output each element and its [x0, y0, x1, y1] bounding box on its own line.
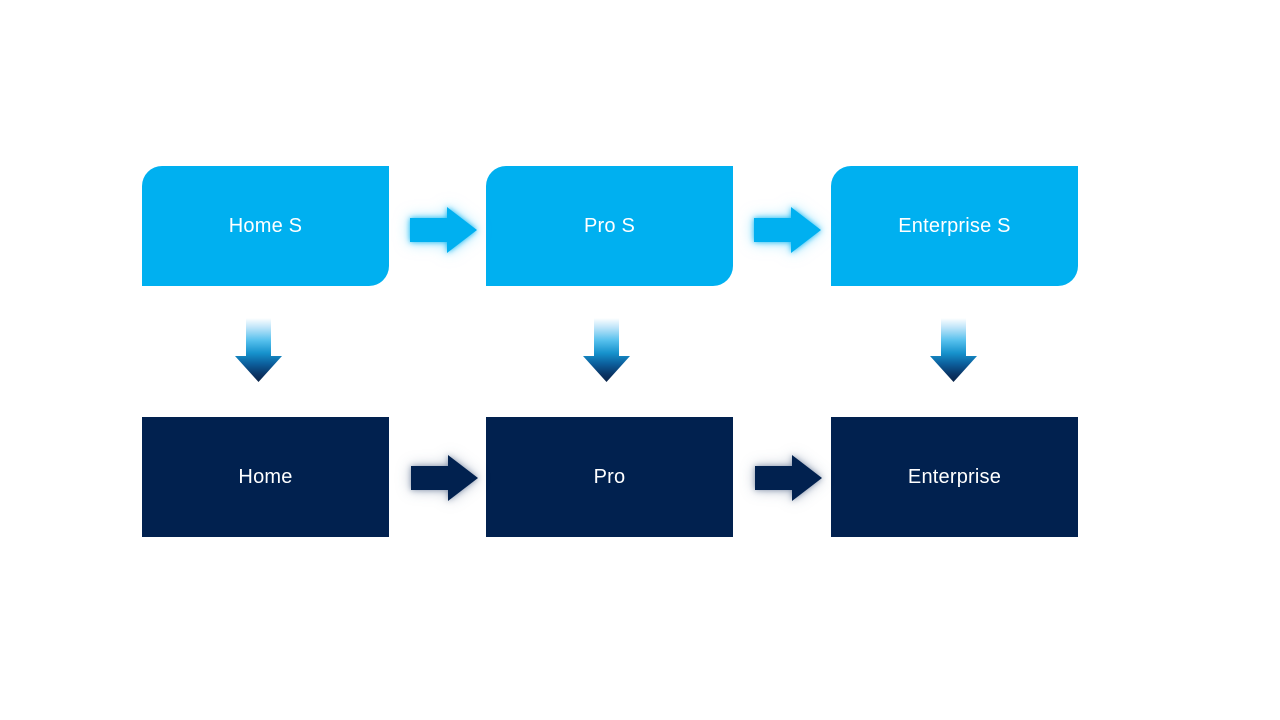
node-label: Pro [593, 465, 626, 488]
node-label: Enterprise [907, 465, 1002, 488]
node-label: Pro S [583, 214, 636, 237]
right-arrow-icon [754, 207, 821, 253]
node-enterprise-s: Enterprise S [831, 166, 1078, 286]
node-label: Enterprise S [898, 214, 1011, 237]
down-arrow-icon [583, 318, 630, 382]
node-pro: Pro [486, 417, 733, 537]
right-arrow-icon [755, 455, 822, 501]
node-label: Home S [228, 214, 303, 237]
node-pro-s: Pro S [486, 166, 733, 286]
down-arrow-icon [930, 318, 977, 382]
right-arrow-icon [411, 455, 478, 501]
node-home: Home [142, 417, 389, 537]
right-arrow-icon [410, 207, 477, 253]
node-home-s: Home S [142, 166, 389, 286]
node-label: Home [238, 465, 293, 488]
node-enterprise: Enterprise [831, 417, 1078, 537]
down-arrow-icon [235, 318, 282, 382]
